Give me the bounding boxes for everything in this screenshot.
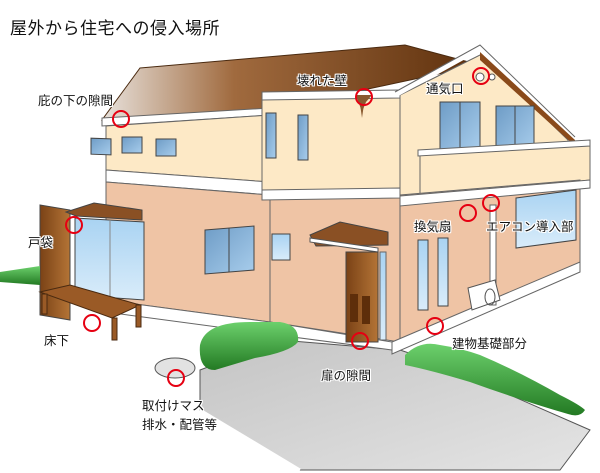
marker-vent [472, 67, 490, 85]
label-eaves-gap: 庇の下の隙間 [38, 93, 114, 108]
label-drain-line1: 取付けマス [142, 398, 205, 413]
label-vent: 通気口 [426, 81, 464, 96]
marker-ventilation-fan [459, 204, 477, 222]
marker-eaves-gap [112, 110, 130, 128]
marker-aircon-inlet [482, 194, 500, 212]
marker-broken-wall [355, 88, 373, 106]
center-wall [261, 89, 401, 191]
lower-windows [204, 189, 577, 311]
label-door-gap: 扉の隙間 [321, 368, 372, 383]
ground-path [199, 339, 591, 472]
label-broken-wall: 壊れた壁 [297, 73, 348, 88]
aircon-outdoor-unit [467, 279, 501, 311]
label-drain-line2: 排水・配管等 [142, 417, 218, 432]
main-roof [100, 44, 481, 127]
label-ventilation-fan: 換気扇 [414, 219, 452, 234]
label-aircon-inlet: エアコン導入部 [486, 219, 574, 234]
label-underfloor: 床下 [44, 333, 70, 348]
marker-door-gap [351, 332, 369, 350]
label-drain: 取付けマス 排水・配管等 [142, 396, 217, 434]
entrance [309, 221, 389, 343]
marker-underfloor [83, 314, 101, 332]
label-door-pocket: 戸袋 [28, 235, 54, 250]
upper-windows-left [90, 136, 177, 157]
label-foundation: 建物基礎部分 [452, 336, 528, 351]
wooden-deck [38, 284, 142, 341]
marker-drain [167, 369, 185, 387]
marker-door-pocket [65, 216, 83, 234]
shrubs [0, 266, 585, 416]
marker-foundation [426, 317, 444, 335]
diagram-title: 屋外から住宅への侵入場所 [10, 19, 220, 39]
